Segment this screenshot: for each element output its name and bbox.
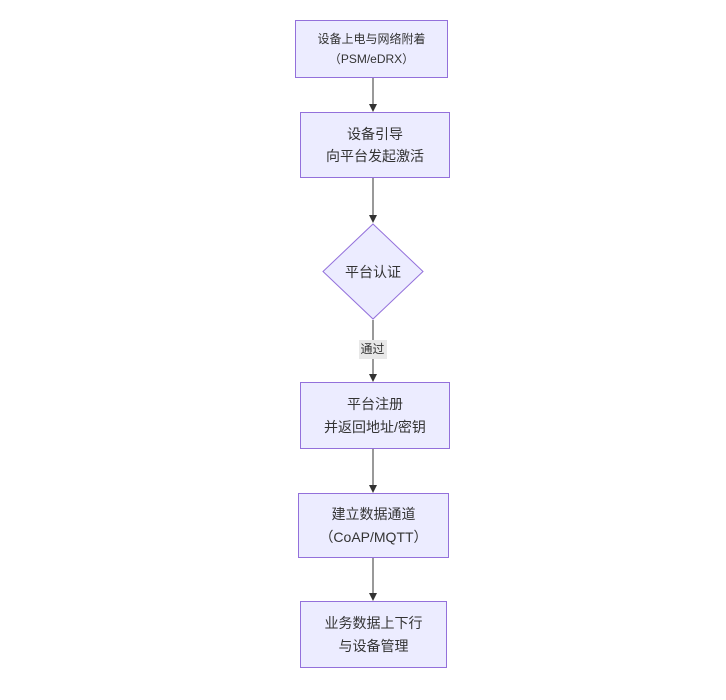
node-establish-data-channel: 建立数据通道 （CoAP/MQTT） xyxy=(298,493,449,558)
node-device-bootstrap-activate: 设备引导 向平台发起激活 xyxy=(300,112,450,178)
edge-d-to-e xyxy=(340,449,405,493)
arrowhead-icon xyxy=(368,374,377,382)
edge-line xyxy=(372,558,373,594)
node-text-line: 建立数据通道 xyxy=(331,506,416,523)
edge-line xyxy=(372,449,373,486)
arrowhead-icon xyxy=(368,215,377,223)
node-text-line: 与设备管理 xyxy=(338,637,409,654)
edge-line xyxy=(372,78,373,105)
node-text-line: 设备引导 xyxy=(347,125,403,142)
node-text-line: （PSM/eDRX） xyxy=(328,52,415,66)
edge-c-to-d: 通过 xyxy=(340,320,405,382)
edge-e-to-f xyxy=(340,558,405,601)
node-text-line: 平台注册 xyxy=(347,396,403,413)
edge-label-pass: 通过 xyxy=(358,340,387,360)
node-platform-authentication: 平台认证 xyxy=(322,223,424,320)
node-text-line: 平台认证 xyxy=(345,263,401,280)
node-text-line: 业务数据上下行 xyxy=(324,615,423,632)
node-platform-register: 平台注册 并返回地址/密钥 xyxy=(300,382,450,449)
node-device-power-network-attach: 设备上电与网络附着 （PSM/eDRX） xyxy=(295,20,448,78)
node-text-line: 设备上电与网络附着 xyxy=(317,31,426,46)
edge-a-to-b xyxy=(340,78,405,112)
node-business-data-device-management: 业务数据上下行 与设备管理 xyxy=(300,601,447,668)
arrowhead-icon xyxy=(368,104,377,112)
edge-b-to-c xyxy=(340,178,405,223)
node-text-line: 并返回地址/密钥 xyxy=(324,418,426,435)
node-text-line: 向平台发起激活 xyxy=(326,148,424,164)
node-text-line: （CoAP/MQTT） xyxy=(319,528,428,545)
arrowhead-icon xyxy=(368,485,377,493)
arrowhead-icon xyxy=(368,593,377,601)
edge-line xyxy=(372,178,373,216)
diamond-shape xyxy=(322,223,424,320)
